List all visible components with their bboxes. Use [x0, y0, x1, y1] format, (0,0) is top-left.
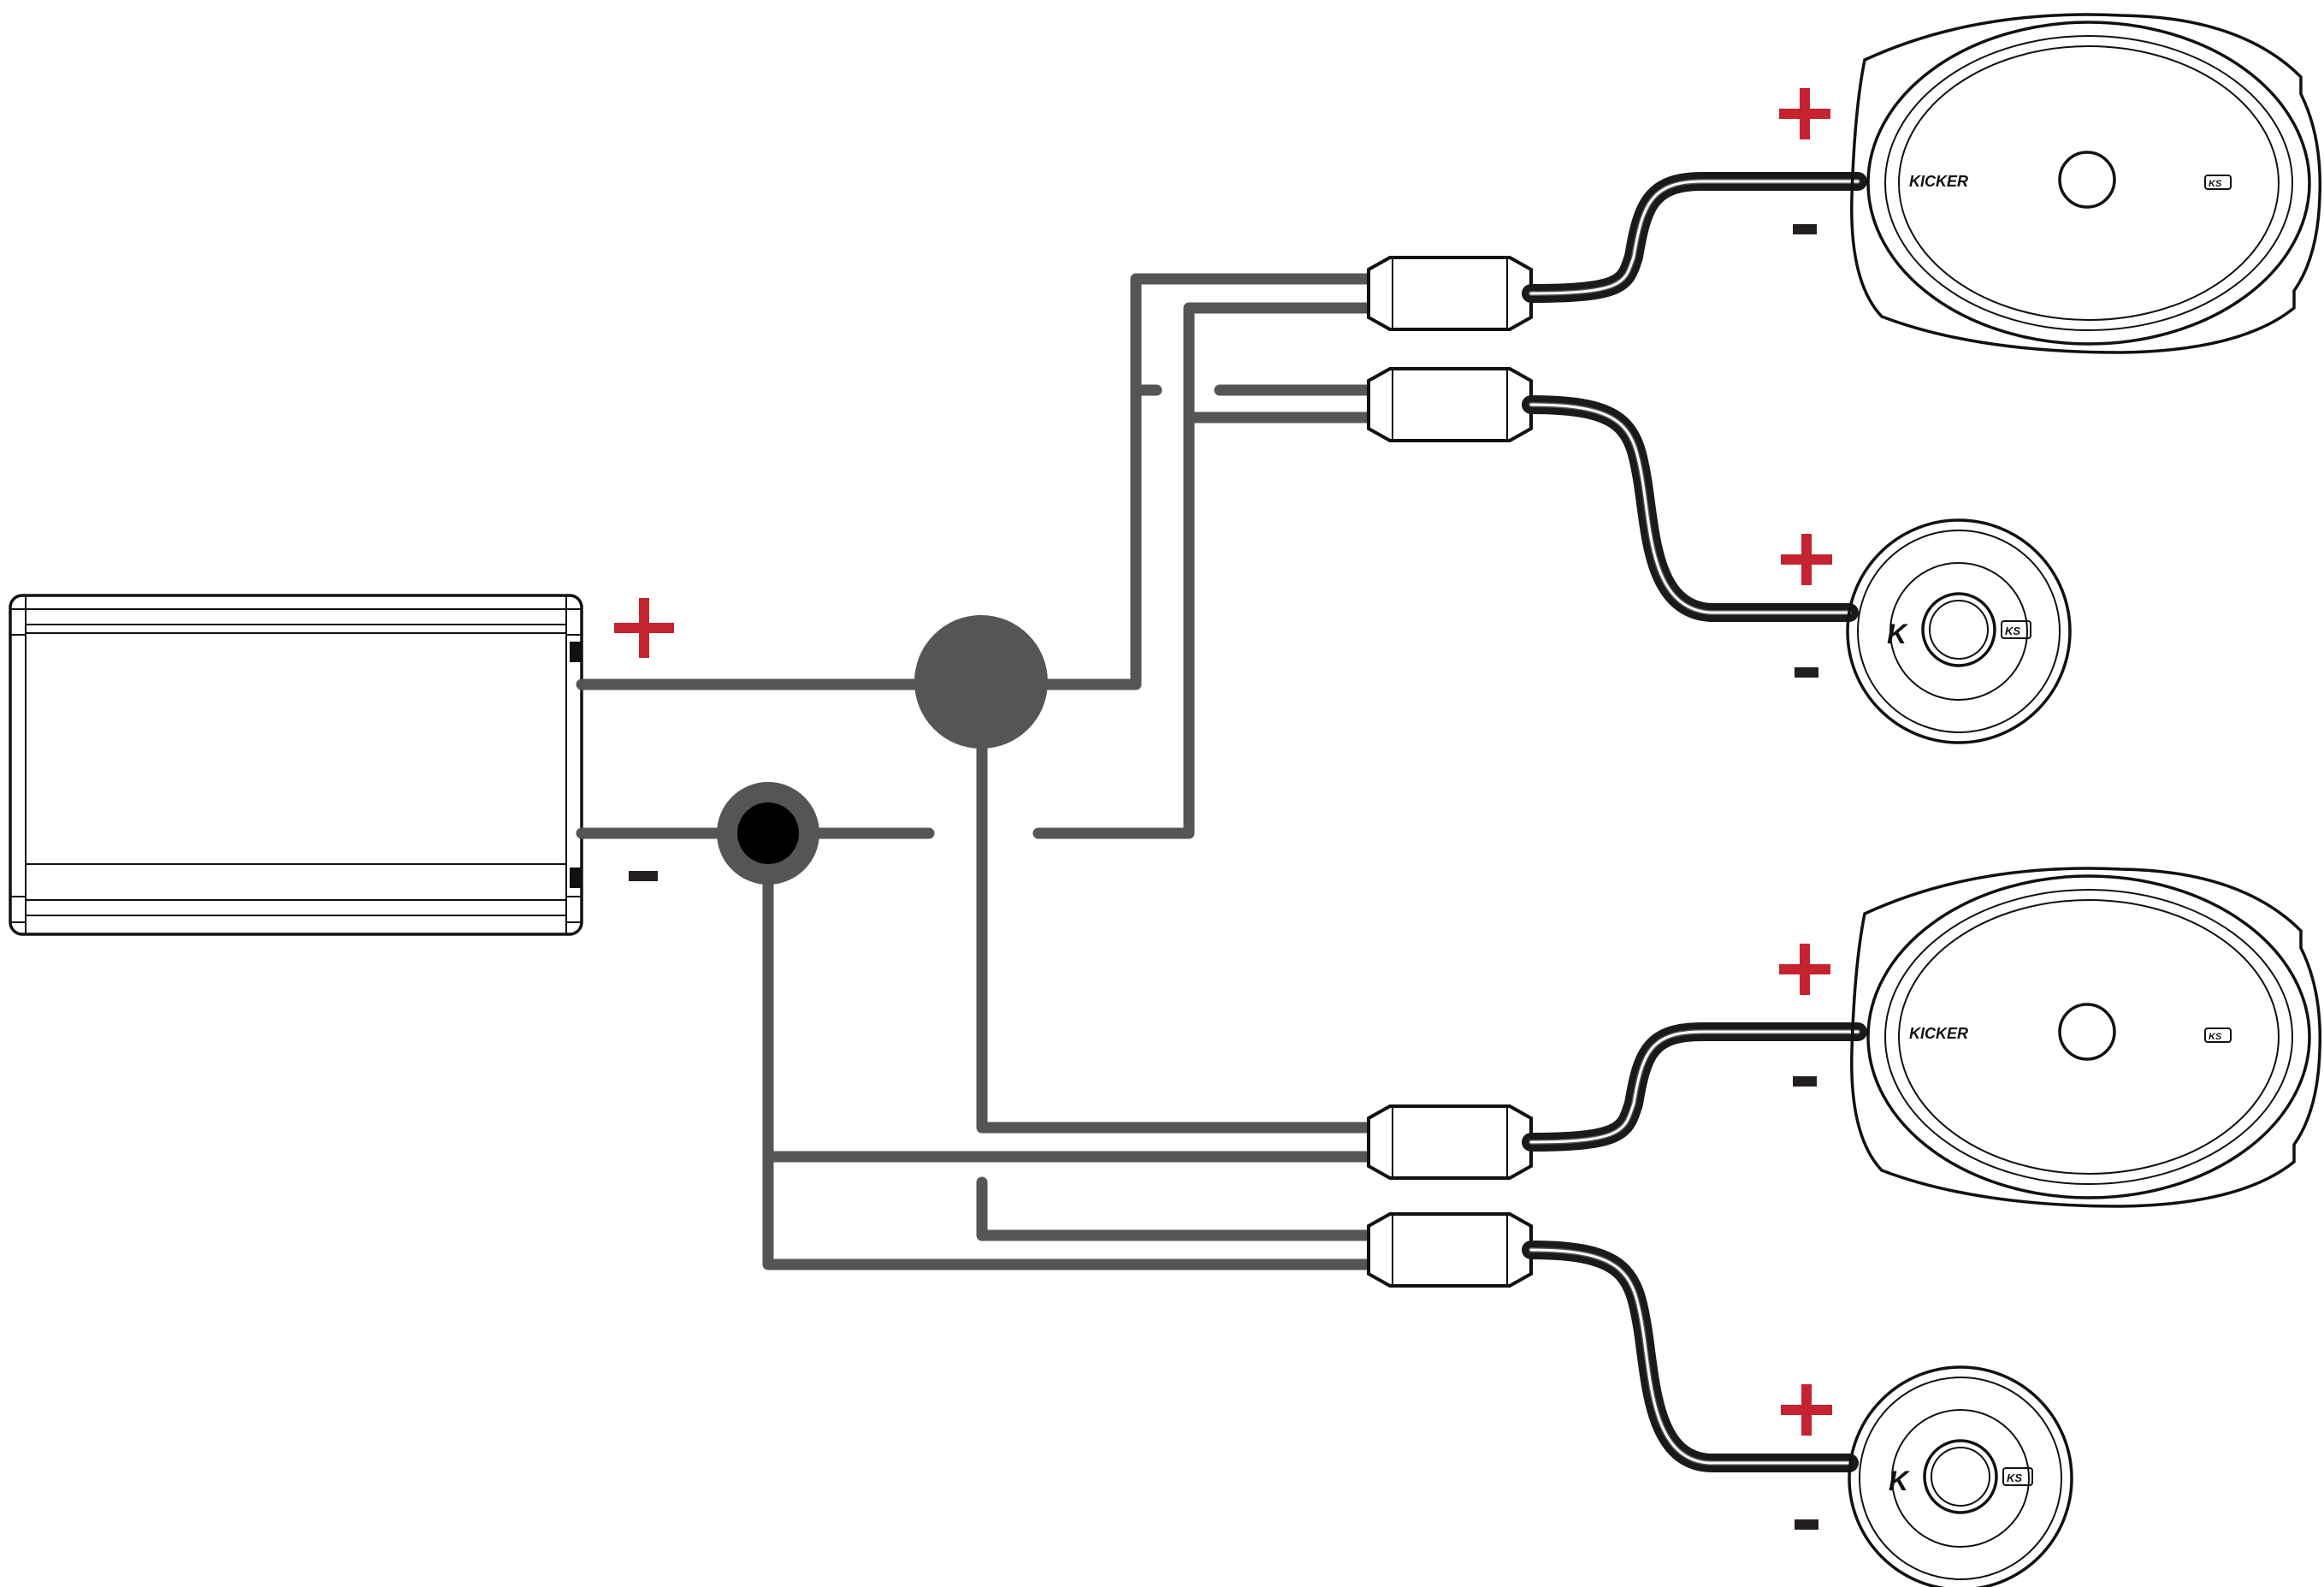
speaker-1-negative-sign [1793, 224, 1817, 234]
connectors [1367, 256, 1533, 1288]
speaker-3-negative-sign [1793, 1076, 1817, 1087]
speaker-4-tweeter: K KS [1848, 1365, 2073, 1587]
speaker-3-brand: KICKER [1909, 1025, 1968, 1042]
speaker-leads [1522, 172, 1867, 1472]
speaker-1-lead-wire [1522, 172, 1867, 303]
speaker-1-6x9: KICKER KS [1850, 13, 2322, 354]
speaker-2-connector [1367, 367, 1533, 442]
speaker-3-lead-wire [1522, 1022, 1867, 1152]
speaker-3-positive-sign [1779, 944, 1830, 995]
negative-wire-speaker-3 [762, 875, 1375, 1163]
speaker-2-lead-wire [1529, 403, 1851, 614]
speaker-1-lead-wire [1529, 179, 1860, 296]
amp-positive-sign [614, 598, 674, 658]
speaker-4-connector [1367, 1212, 1533, 1288]
speaker-4-negative-sign [1795, 1519, 1818, 1530]
positive-wire-speaker-3 [976, 738, 1375, 1134]
speaker-3-lead-wire [1529, 1030, 1860, 1144]
positive-wire-speaker-4 [976, 1176, 1375, 1241]
speaker-1-brand: KICKER [1909, 173, 1968, 190]
speaker-3-6x9: KICKER KS [1850, 867, 2322, 1208]
wiring [576, 273, 1375, 1270]
speaker-2-negative-sign [1795, 667, 1818, 678]
speaker-2-positive-sign [1781, 534, 1832, 585]
negative-wire-speaker-1 [1032, 302, 1375, 839]
speaker-4-brand: K [1889, 1466, 1911, 1496]
positive-wire-speaker-1 [978, 273, 1375, 690]
positive-junction [914, 615, 1048, 749]
speaker-3-lead-wire [1529, 1029, 1860, 1145]
negative-junction [737, 802, 799, 864]
negative-wire-speaker-4 [762, 1151, 1375, 1270]
speaker-1-positive-sign [1779, 88, 1830, 139]
speaker-1-lead-wire [1529, 180, 1860, 295]
amplifier [9, 594, 583, 936]
speaker-4-badge: KS [2007, 1472, 2022, 1484]
amp-negative-sign [629, 871, 658, 881]
speaker-3-badge: KS [2209, 1032, 2222, 1042]
speaker-1-connector [1367, 256, 1533, 331]
speaker-2-tweeter: K KS [1846, 518, 2072, 744]
speaker-4-lead-wire [1529, 1248, 1851, 1465]
speaker-4-positive-sign [1781, 1384, 1832, 1436]
speaker-3-connector [1367, 1104, 1533, 1180]
speaker-1-badge: KS [2209, 179, 2222, 189]
speaker-2-brand: K [1887, 619, 1909, 649]
speaker-2-badge: KS [2005, 625, 2020, 637]
